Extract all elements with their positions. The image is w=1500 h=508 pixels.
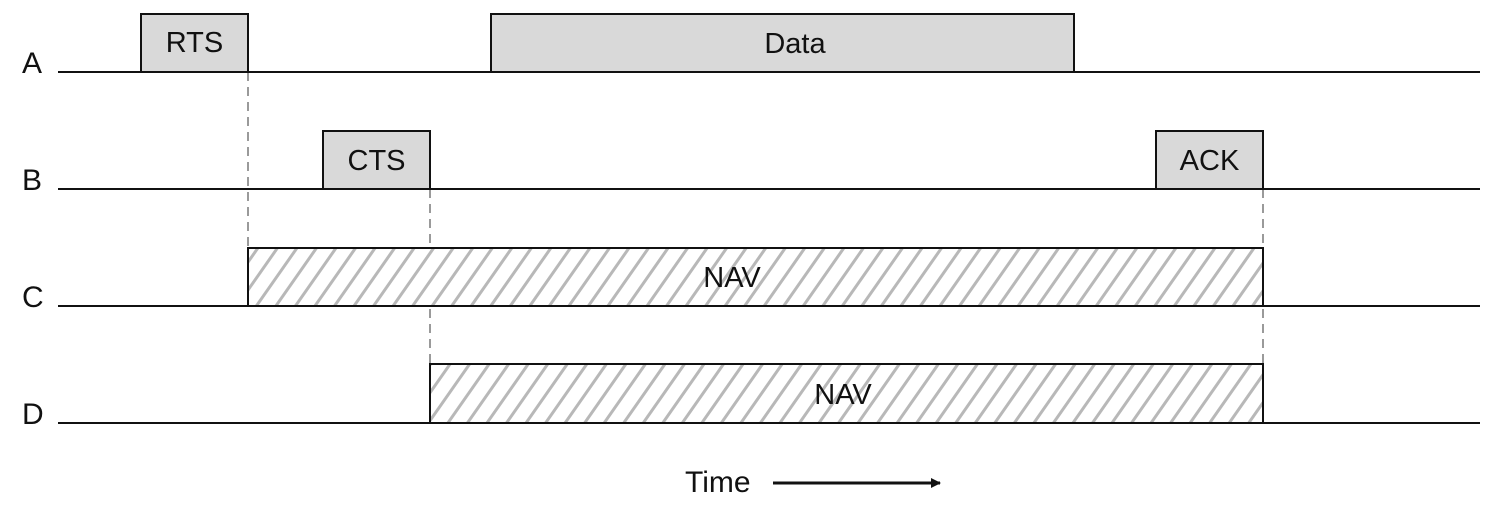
ack-frame-label: ACK — [1180, 145, 1240, 177]
data-frame — [490, 13, 1075, 73]
cts-frame — [322, 130, 431, 190]
station-b-row: B CTS ACK — [22, 130, 1480, 197]
time-axis-label: Time — [685, 466, 751, 499]
nav-c-frame — [247, 247, 1264, 307]
nav-d-frame — [429, 363, 1264, 424]
nav-c-frame-label: NAV — [703, 262, 761, 294]
station-b-label: B — [22, 164, 42, 197]
data-frame-label: Data — [764, 28, 826, 60]
cts-frame-label: CTS — [348, 145, 406, 177]
ack-frame — [1155, 130, 1264, 190]
rts-frame-label: RTS — [166, 27, 223, 59]
station-c-row: C NAV — [22, 247, 1480, 314]
time-axis: Time — [685, 466, 941, 499]
station-a-label: A — [22, 47, 42, 80]
station-a-row: A RTS Data — [22, 13, 1480, 80]
station-d-row: D NAV — [22, 363, 1480, 431]
station-d-label: D — [22, 398, 44, 431]
rts-frame — [140, 13, 249, 73]
nav-d-frame-label: NAV — [814, 379, 872, 411]
station-c-label: C — [22, 281, 44, 314]
timing-guides — [247, 72, 1264, 364]
